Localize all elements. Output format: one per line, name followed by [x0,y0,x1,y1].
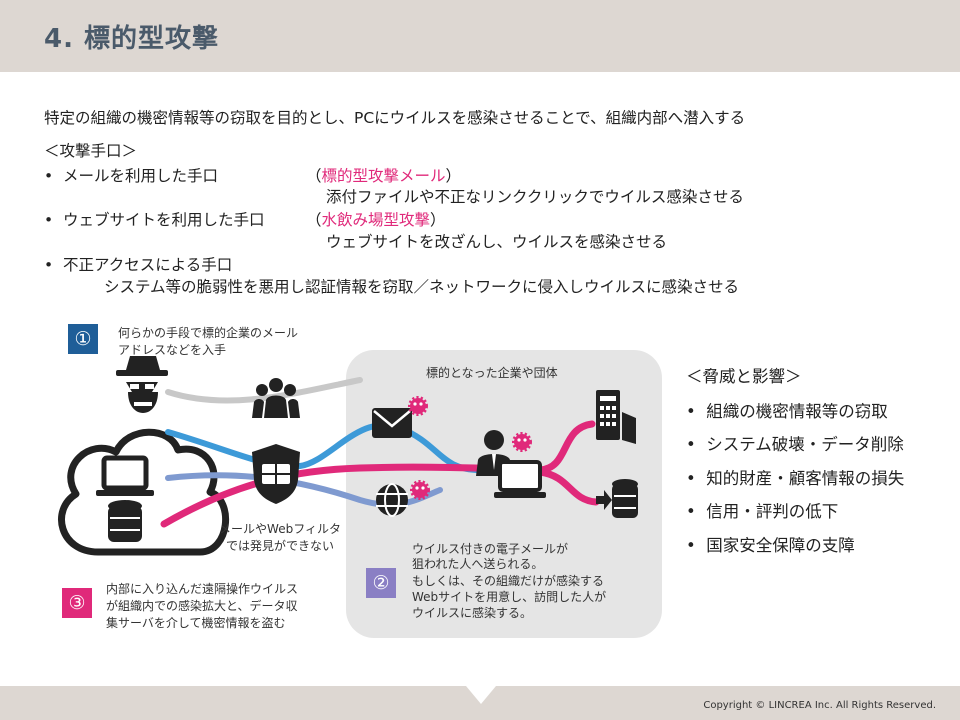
bullet: • [44,256,63,274]
step-3-line1: 内部に入り込んだ遠隔操作ウイルス [106,582,299,596]
step-2-line2: 狙われた人へ送られる。 [412,557,544,571]
curve-pink-up [536,420,596,474]
step-1-text-line1: 何らかの手段で標的企業のメール [118,326,299,340]
method-item-web: • ウェブサイトを利用した手口 [44,208,265,230]
method-item-access: • 不正アクセスによる手口 [44,253,232,275]
shield-icon [252,444,300,504]
database-import-icon [596,479,638,518]
method-tag-mail: （標的型攻撃メール） [306,164,461,186]
step-1-badge: ① [68,324,98,354]
curve-pink-down [536,468,600,506]
threats-heading: ＜脅威と影響＞ [686,367,802,386]
step-2-badge: ② [366,568,396,598]
method-tag: 標的型攻撃メール [321,167,446,185]
bullet: • [686,402,707,421]
header-bar [0,0,960,72]
method-item-mail: • メールを利用した手口 [44,164,218,186]
bullet: • [686,502,707,521]
method-label: ウェブサイトを利用した手口 [63,211,265,229]
threat-item: • 知的財産・顧客情報の損失 [686,465,904,489]
paren-close: ） [445,167,462,185]
bullet: • [44,167,63,185]
methods-heading: ＜攻撃手口＞ [44,142,138,160]
step-2-line5: ウイルスに感染する。 [412,606,533,620]
paren-open: （ [306,211,322,229]
bullet: • [44,211,63,229]
method-label: 不正アクセスによる手口 [63,256,233,274]
threat-label: システム破壊・データ削除 [706,435,904,454]
threat-item: • システム破壊・データ削除 [686,431,904,455]
filter-note-line2: では発見ができない [225,539,334,553]
curve-gray [165,377,363,404]
database-icon [108,500,142,542]
threat-item: • 組織の機密情報等の窃取 [686,398,888,422]
method-desc: 添付ファイルや不正なリンククリックでウイルス感染させる [326,188,744,206]
step-3-line2: が組織内での感染拡大と、データ収 [106,599,298,613]
panel-label: 標的となった企業や団体 [426,366,558,380]
paren-close: ） [430,211,446,229]
step-3-badge: ③ [62,588,92,618]
copyright: Copyright © LINCREA Inc. All Rights Rese… [703,700,936,711]
threat-item: • 国家安全保障の支障 [686,532,855,556]
virus-icon [410,480,430,500]
threat-label: 組織の機密情報等の窃取 [706,402,888,421]
threat-label: 信用・評判の低下 [706,502,839,521]
step-2-line3: もしくは、その組織だけが感染する [412,574,605,588]
users-group-icon [252,378,300,418]
mail-envelope-icon [372,408,412,438]
server-building-icon [596,390,636,444]
method-desc: ウェブサイトを改ざんし、ウイルスを感染させる [326,233,668,251]
step-3-line3: 集サーバを介して機密情報を盗む [106,616,286,630]
step-2-line4: Webサイトを用意し、訪問した人が [412,590,607,604]
bullet: • [686,536,707,555]
method-tag: 水飲み場型攻撃 [321,211,431,229]
bullet: • [686,469,707,488]
method-label: メールを利用した手口 [63,167,219,185]
page-title: 4. 標的型攻撃 [44,24,220,54]
method-desc: システム等の脆弱性を悪用し認証情報を窃取／ネットワークに侵入しウイルスに感染させ… [104,278,740,296]
bullet: • [686,435,707,454]
threat-label: 知的財産・顧客情報の損失 [706,469,905,488]
hacker-icon [116,356,168,413]
virus-icon [512,432,532,452]
filter-note-line1: メールやWebフィルタ [219,522,341,536]
intro-text: 特定の組織の機密情報等の窃取を目的とし、PCにウイルスを感染させることで、組織内… [44,109,746,127]
threat-item: • 信用・評判の低下 [686,498,838,522]
paren-open: （ [306,167,322,185]
curve-purple [165,472,443,508]
step-1-text-line2: アドレスなどを入手 [118,343,227,357]
laptop-icon [96,455,154,496]
virus-icon [408,396,428,416]
threat-label: 国家安全保障の支障 [706,536,855,555]
globe-icon [376,483,408,517]
curve-blue [165,421,483,473]
step-2-line1: ウイルス付きの電子メールが [412,542,569,556]
laptop-icon [494,460,546,498]
method-tag-web: （水飲み場型攻撃） [306,208,446,230]
footer-notch [466,686,496,704]
